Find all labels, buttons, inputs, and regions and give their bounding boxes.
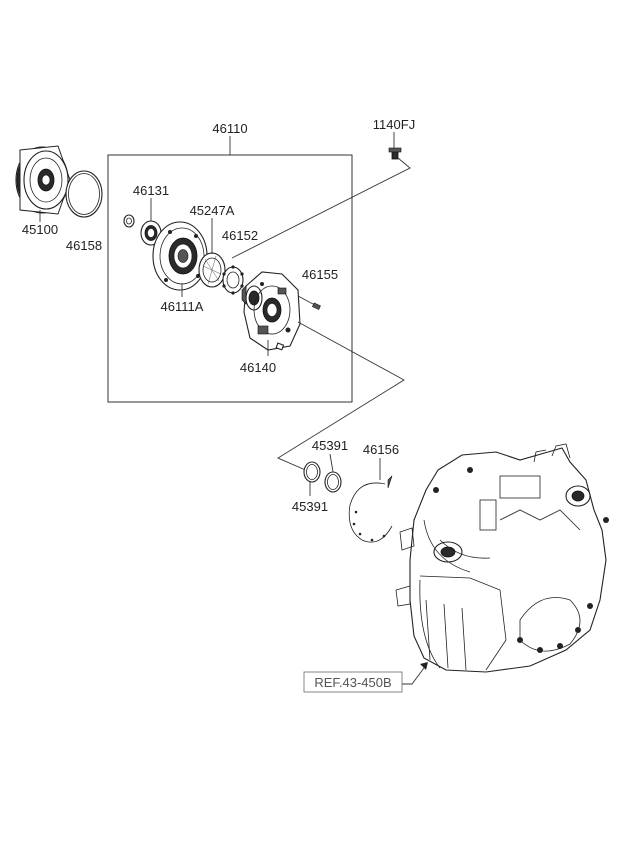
label-pump-assembly: 46140: [240, 360, 276, 375]
seal-ring-part-1[interactable]: [303, 461, 321, 483]
label-gear-inner: 46152: [222, 228, 258, 243]
label-gasket: 46156: [363, 442, 399, 457]
bolt-part[interactable]: [388, 147, 402, 160]
reference-box[interactable]: [303, 671, 403, 693]
small-pin-part[interactable]: [275, 342, 285, 351]
torque-converter-part[interactable]: [15, 145, 71, 215]
small-bushing-part[interactable]: [123, 214, 135, 228]
label-assembly: 46110: [212, 121, 247, 136]
label-seal-ring-upper: 45391: [312, 438, 348, 453]
seal-ring-part-2[interactable]: [324, 471, 342, 493]
gasket-part[interactable]: [348, 475, 393, 543]
label-reference[interactable]: REF.43-450B: [314, 675, 391, 690]
pin-part[interactable]: [312, 302, 321, 310]
label-pump-housing: 46111A: [161, 299, 204, 314]
label-seal: 46131: [133, 183, 169, 198]
label-o-ring-large: 46158: [66, 238, 102, 253]
label-pin: 46155: [302, 267, 338, 282]
pump-cover-part[interactable]: [198, 252, 226, 288]
pump-assembly-part[interactable]: [241, 271, 301, 351]
label-seal-ring-lower: 45391: [292, 499, 328, 514]
label-bolt: 1140FJ: [373, 117, 415, 132]
label-torque-converter: 45100: [22, 222, 58, 237]
label-pump-cover: 45247A: [190, 203, 235, 218]
o-ring-large-part[interactable]: [65, 170, 103, 218]
inner-gear-part[interactable]: [222, 265, 244, 295]
pump-housing-part[interactable]: [152, 221, 208, 291]
transmission-housing[interactable]: [395, 443, 609, 673]
